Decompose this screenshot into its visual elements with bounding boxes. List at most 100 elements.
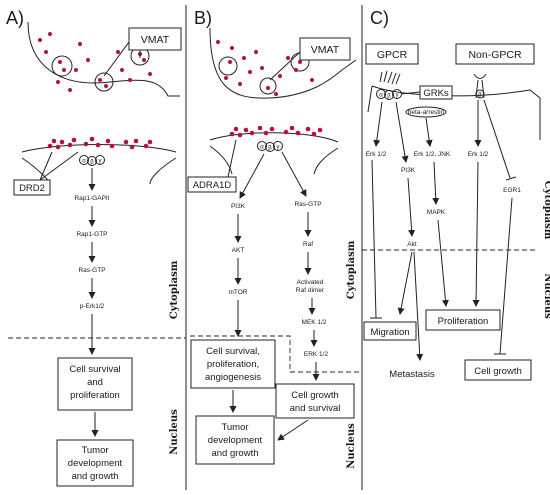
- g-protein-b: α β γ: [257, 141, 283, 152]
- outcome-box-a2: [56, 439, 134, 487]
- neurotransmitter-dot: [224, 76, 228, 80]
- receptor-clusters-a: [47, 136, 153, 150]
- svg-text:β: β: [90, 160, 94, 166]
- svg-text:development: development: [208, 435, 263, 446]
- grks-label: GRKs: [423, 88, 449, 99]
- adra1d-box: [187, 176, 237, 193]
- neurotransmitter-dot: [128, 78, 132, 82]
- vesicles-a: [51, 46, 150, 92]
- svg-text:Cell survival,: Cell survival,: [206, 346, 260, 357]
- neurotransmitter-dot: [142, 58, 146, 62]
- gpcr-label: GPCR: [377, 49, 408, 61]
- neurotransmitter-dot: [51, 138, 57, 144]
- node-erk12-c-right: Erk 1/2: [468, 151, 489, 158]
- neurotransmitter-dot: [86, 58, 90, 62]
- neurotransmitter-dot: [311, 131, 317, 137]
- svg-text:and growth: and growth: [71, 471, 118, 482]
- svg-text:Cell survival: Cell survival: [69, 364, 120, 375]
- panel-c-label: C): [370, 8, 389, 28]
- node-erk12-c-left: Erk 1/2: [366, 151, 387, 158]
- neurotransmitter-dot: [298, 60, 302, 64]
- vmat-label-b: VMAT: [311, 44, 340, 56]
- neurotransmitter-dot: [95, 142, 101, 148]
- node-ras-gtp-b: Ras-GTP: [294, 201, 321, 208]
- svg-text:and: and: [87, 377, 103, 388]
- node-egr1: EGR1: [503, 187, 521, 194]
- cell-growth-inhibition-line: [499, 197, 513, 355]
- neurotransmitter-dot: [74, 68, 78, 72]
- neurotransmitter-dot: [62, 68, 66, 72]
- beta-arrestin-label: beta-arrestin: [408, 109, 445, 116]
- neurotransmitter-dot: [289, 125, 295, 131]
- receptor-clusters-b: [229, 125, 323, 138]
- neurotransmitter-dot: [133, 138, 139, 144]
- svg-text:γ: γ: [396, 93, 399, 99]
- neurotransmitter-dot: [237, 132, 243, 138]
- presynaptic-membrane-b: [209, 27, 357, 99]
- neurotransmitter-dot: [147, 139, 153, 145]
- svg-text:angiogenesis: angiogenesis: [205, 372, 261, 383]
- neurotransmitter-dot: [83, 141, 89, 147]
- metastasis-label: Metastasis: [389, 369, 435, 380]
- neurotransmitter-dot: [143, 143, 149, 149]
- vesicles-b: [218, 52, 310, 95]
- vesicle-dots-b: [216, 40, 314, 96]
- neurotransmitter-dot: [78, 42, 82, 46]
- node-pi3k-b: PI3K: [231, 203, 246, 210]
- svg-text:γ: γ: [99, 159, 102, 165]
- neurotransmitter-dot: [116, 50, 120, 54]
- non-gpcr-subunit: [475, 89, 485, 99]
- neurotransmitter-dot: [228, 60, 232, 64]
- svg-text:development: development: [68, 458, 123, 469]
- node-akt-c: Akt: [407, 241, 417, 248]
- node-raf-dimer: Raf dimer: [296, 287, 325, 294]
- neurotransmitter-dot: [104, 84, 108, 88]
- neurotransmitter-dot: [67, 142, 73, 148]
- proliferation-label: Proliferation: [438, 316, 489, 327]
- neurotransmitter-dot: [266, 86, 270, 90]
- neurotransmitter-dot: [89, 136, 95, 142]
- neurotransmitter-dot: [286, 56, 290, 60]
- outcome-box-b1: [190, 339, 276, 389]
- non-gpcr-label: Non-GPCR: [468, 49, 522, 61]
- outcome-box-b2: [275, 383, 355, 419]
- neurotransmitter-dot: [68, 88, 72, 92]
- svg-text:β: β: [268, 146, 272, 152]
- nucleus-label-a: Nucleus: [169, 409, 180, 455]
- cytoplasm-label-c: Cytoplasm: [542, 181, 550, 240]
- neurotransmitter-dot: [44, 50, 48, 54]
- node-activated: Activated: [297, 279, 324, 286]
- g-protein-a: α β γ: [79, 155, 105, 166]
- neurotransmitter-dot: [230, 46, 234, 50]
- node-mapk: MAPK: [427, 209, 446, 216]
- adra1d-label: ADRA1D: [193, 180, 232, 191]
- membrane-dashed-b: [190, 335, 362, 373]
- cell-growth-box: [464, 359, 532, 381]
- panel-b-label: B): [194, 8, 212, 28]
- neurotransmitter-dot: [294, 68, 298, 72]
- vmat-label-a: VMAT: [141, 34, 170, 46]
- proliferation-box: [425, 309, 501, 331]
- non-gpcr-box: [455, 43, 535, 65]
- svg-text:and growth: and growth: [211, 448, 258, 459]
- neurotransmitter-dot: [47, 143, 53, 149]
- neurotransmitter-dot: [59, 139, 65, 145]
- node-p-erk12: p-Erk1/2: [80, 303, 105, 310]
- outcome-box-b3: [195, 415, 275, 465]
- node-ras-gtp-a: Ras-GTP: [78, 267, 105, 274]
- neurotransmitter-dot: [98, 78, 102, 82]
- svg-text:β: β: [478, 93, 482, 99]
- neurotransmitter-dot: [109, 143, 115, 149]
- drd2-box: [13, 179, 51, 196]
- neurotransmitter-dot: [148, 72, 152, 76]
- presynaptic-membrane: [27, 21, 180, 97]
- node-akt-b: AKT: [232, 247, 245, 254]
- neurotransmitter-dot: [216, 40, 220, 44]
- nucleus-label-b: Nucleus: [346, 423, 357, 469]
- neurotransmitter-dot: [71, 137, 77, 143]
- neurotransmitter-dot: [269, 126, 275, 132]
- svg-text:Tumor: Tumor: [81, 445, 108, 456]
- panel-a: A) VMAT α β γ DRD2 Rap1-GAPII Rap1-GTP: [6, 8, 186, 487]
- neurotransmitter-dot: [254, 50, 258, 54]
